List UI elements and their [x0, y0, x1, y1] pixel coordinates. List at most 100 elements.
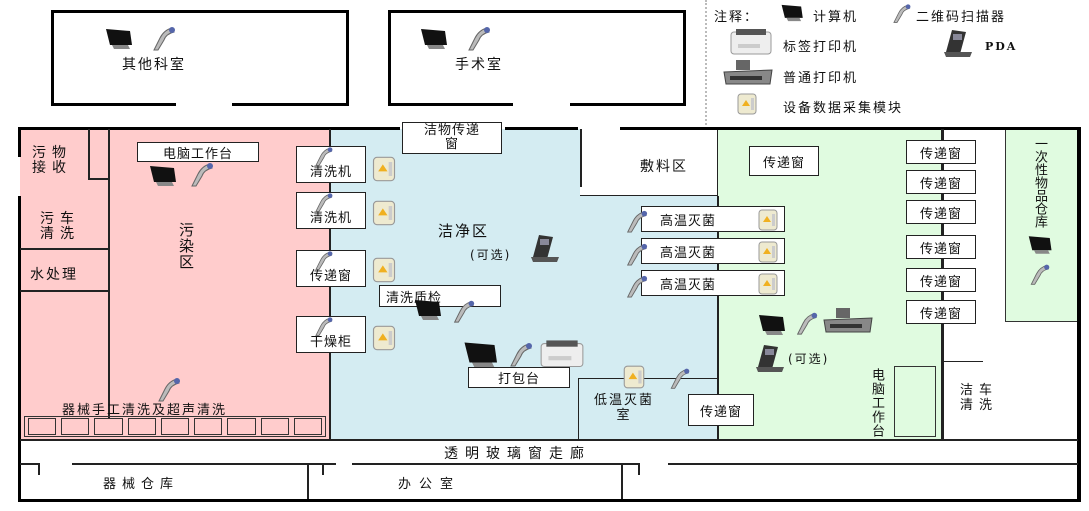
pass-window: 传递窗 [906, 268, 976, 292]
data-module-icon [372, 325, 396, 351]
computer-icon [759, 315, 785, 335]
wall [717, 196, 719, 440]
sink [28, 418, 57, 435]
scanner-icon [453, 300, 475, 323]
instrument-store-label: 器械仓库 [103, 477, 180, 492]
printer-icon [823, 308, 873, 333]
pda-icon [756, 345, 784, 372]
data-module-icon [737, 93, 757, 115]
packing-desk: 打包台 [468, 367, 570, 388]
wall [20, 463, 40, 465]
sink [293, 418, 322, 435]
legend-scanner: 二维码扫描器 [916, 10, 1007, 25]
legend-data-module: 设备数据采集模块 [783, 101, 904, 116]
computer-icon [415, 300, 441, 320]
sterile-pass-window-top: 传递窗 [749, 146, 819, 176]
legend-prefix: 注释： [714, 10, 760, 25]
pass-window: 传递窗 [906, 140, 976, 164]
sink [194, 418, 223, 435]
legend-computer: 计算机 [813, 10, 859, 25]
low-temp-sterile-label: 低温灭菌室 [594, 393, 655, 423]
room-label-other-department: 其他科室 [122, 57, 186, 73]
wall [352, 463, 638, 465]
dressing-area [580, 129, 718, 196]
wall [108, 129, 110, 429]
scanner-icon [315, 251, 333, 270]
sink [227, 418, 256, 435]
autoclave-3-label: 高温灭菌 [660, 277, 717, 293]
scanner-icon [893, 4, 911, 23]
room-label-operating: 手术室 [455, 57, 503, 73]
wall [570, 103, 686, 106]
sink-row [24, 416, 326, 437]
sink [127, 418, 156, 435]
wall [621, 463, 623, 499]
data-module-icon [372, 200, 396, 226]
sterile-computer-desk [894, 366, 936, 437]
washer-2-label: 清洗机 [309, 211, 352, 226]
wall [20, 290, 110, 292]
disposables-store [1005, 130, 1077, 322]
label-printer-icon [540, 340, 584, 368]
scanner-icon [796, 312, 818, 335]
pda-icon [531, 235, 559, 262]
sink [160, 418, 190, 435]
pass-window: 传递窗 [906, 170, 976, 194]
low-temp-pass-window: 传递窗 [688, 394, 754, 426]
legend-label-printer: 标签打印机 [783, 40, 859, 55]
corridor-label: 透明玻璃窗走廊 [444, 446, 591, 462]
legend-printer: 普通打印机 [783, 71, 859, 86]
outer-wall-top [620, 127, 1080, 130]
low-temp-sterile-room [578, 378, 718, 440]
scanner-icon [510, 343, 532, 367]
clean-cart-wash-label: 洁车清洗 [960, 383, 999, 413]
wall [322, 463, 324, 475]
wall [307, 463, 309, 499]
data-module-icon [623, 365, 645, 389]
sink [61, 418, 90, 435]
legend-pda: PDA [985, 40, 1018, 53]
outer-wall-left [18, 196, 21, 500]
clean-pass-window-2: 传递窗 [296, 250, 366, 287]
washer-1-label: 清洗机 [309, 165, 352, 180]
label-printer-icon [730, 29, 772, 55]
wall [20, 439, 1078, 441]
scanner-icon [153, 27, 175, 51]
computer-icon [464, 342, 497, 368]
outer-wall-right [1077, 127, 1081, 500]
dressing-area-label: 敷料区 [640, 159, 688, 175]
pda-icon [944, 30, 972, 57]
wall [20, 248, 110, 250]
outer-wall-top [505, 127, 578, 130]
sink [260, 418, 289, 435]
wall [943, 361, 983, 363]
wall [72, 463, 336, 465]
washer-2: 清洗机 [296, 192, 366, 229]
scanner-icon [315, 317, 333, 336]
pass-window: 传递窗 [906, 235, 976, 259]
outer-wall-top [18, 127, 400, 130]
washer-1: 清洗机 [296, 146, 366, 183]
scanner-icon [315, 193, 333, 212]
office-label: 办公室 [398, 477, 462, 492]
water-treatment-label: 水处理 [30, 267, 78, 283]
wall [51, 103, 176, 106]
data-module-icon [758, 209, 778, 231]
autoclave-1-label: 高温灭菌 [660, 213, 717, 229]
clean-pass-window: 洁物传递窗 [402, 122, 502, 154]
computer-icon [150, 166, 176, 186]
scanner-icon [1030, 264, 1050, 285]
legend-divider [705, 0, 707, 125]
data-module-icon [372, 156, 396, 182]
dirty-zone-title: 污染区 [177, 222, 195, 270]
scanner-icon [158, 378, 180, 402]
room-other-department [51, 10, 349, 106]
data-module-icon [372, 257, 396, 283]
wall [322, 463, 336, 465]
autoclave-2-label: 高温灭菌 [660, 245, 717, 261]
scanner-icon [670, 368, 690, 389]
wall [232, 103, 349, 106]
waste-receive-label: 污物接收 [32, 145, 72, 176]
sink [94, 418, 123, 435]
wall [638, 463, 640, 475]
